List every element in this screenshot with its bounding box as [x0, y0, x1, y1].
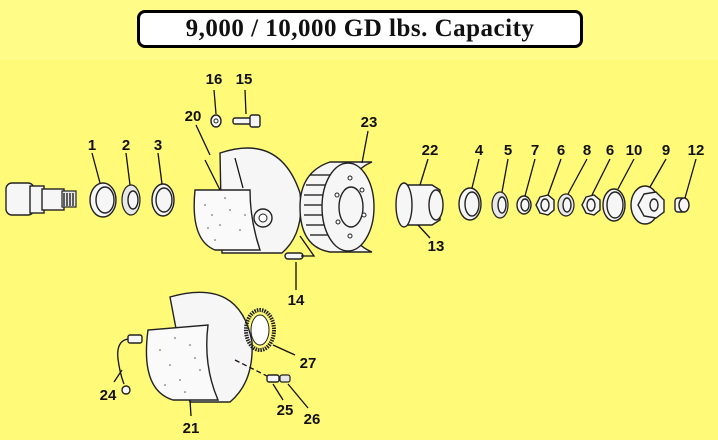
bearing-cone-5 — [491, 191, 509, 219]
callout-6a: 6 — [557, 142, 565, 159]
title-box: 9,000 / 10,000 GD lbs. Capacity — [137, 10, 583, 48]
callout-26: 26 — [304, 411, 321, 428]
callout-9: 9 — [662, 142, 670, 159]
callout-24: 24 — [100, 387, 117, 404]
spindle-part — [5, 182, 77, 216]
callout-5: 5 — [504, 142, 512, 159]
callout-10: 10 — [626, 142, 643, 159]
grease-cap-9 — [630, 185, 665, 225]
callout-3: 3 — [154, 137, 162, 154]
stud-14 — [284, 235, 316, 260]
washer-7 — [516, 195, 532, 215]
callout-23: 23 — [361, 114, 378, 131]
callout-15: 15 — [236, 71, 253, 88]
callout-14: 14 — [288, 292, 305, 309]
callout-labels: 1 2 3 16 15 20 23 22 13 4 5 7 6 8 6 10 9… — [88, 71, 705, 437]
callout-8: 8 — [583, 142, 591, 159]
callout-1: 1 — [88, 137, 96, 154]
brake-drum-23 — [299, 161, 375, 253]
adjuster-25-26 — [266, 374, 291, 383]
gasket-10 — [602, 188, 626, 222]
seal-3 — [151, 183, 175, 217]
retainer-8 — [557, 193, 575, 217]
brake-assembly-21 — [145, 291, 276, 403]
callout-4: 4 — [475, 142, 484, 159]
callout-2: 2 — [122, 137, 130, 154]
leader-lines — [91, 89, 697, 417]
bearing-race-1 — [89, 182, 117, 218]
bearing-race-4 — [458, 187, 482, 221]
callout-27: 27 — [300, 355, 317, 372]
brake-assembly-20 — [193, 147, 302, 254]
callout-20: 20 — [185, 108, 202, 125]
page-title: 9,000 / 10,000 GD lbs. Capacity — [185, 15, 535, 42]
bolt-15 — [232, 114, 261, 128]
magnet-27 — [244, 308, 276, 352]
callout-7: 7 — [531, 142, 539, 159]
nut-16 — [210, 114, 222, 128]
callout-22: 22 — [422, 142, 439, 159]
callout-13: 13 — [428, 238, 445, 255]
nut-6a — [535, 194, 555, 216]
wire-24 — [117, 334, 143, 395]
hub-22 — [395, 182, 444, 228]
plug-12 — [674, 197, 690, 213]
callout-21: 21 — [183, 420, 200, 437]
nut-6b — [581, 194, 601, 216]
callout-6b: 6 — [606, 142, 614, 159]
callout-12: 12 — [688, 142, 705, 159]
bearing-cone-2 — [121, 184, 141, 216]
callout-16: 16 — [206, 71, 223, 88]
callout-25: 25 — [277, 402, 294, 419]
